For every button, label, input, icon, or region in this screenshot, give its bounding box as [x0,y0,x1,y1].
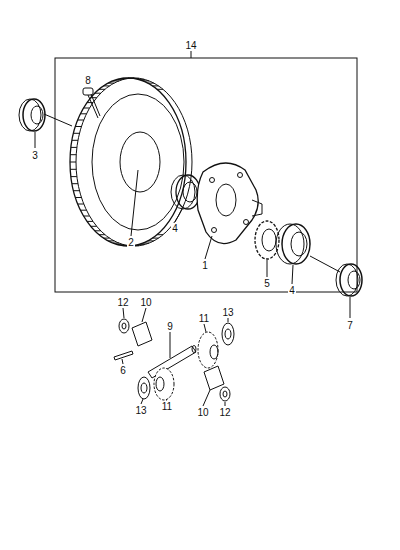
callout-number: 2 [127,237,135,248]
bearing [171,175,200,209]
gear-tooth [91,97,97,98]
gear-tooth [70,154,76,155]
gear-tooth [84,216,90,217]
gear-tooth [99,89,105,90]
callout-number: 12 [116,297,129,308]
oil-seal [336,264,362,296]
gear-tooth [87,102,93,103]
gear-tooth [138,79,144,80]
gear-tooth [118,79,124,80]
callout-number: 8 [84,75,92,86]
callout-number: 10 [196,407,209,418]
ring-gear [70,78,192,246]
callout-number: 14 [184,40,197,51]
gear-tooth [75,126,81,127]
callout-number: 11 [198,313,210,324]
oil-seal [19,99,45,131]
gear-tooth [70,169,76,170]
callout-number: 9 [166,321,174,332]
gear-tooth [95,93,101,94]
gear-tooth [108,240,114,241]
gear-tooth [133,78,139,79]
gear-tooth [148,240,154,241]
pinion-gear [204,366,224,390]
gear-tooth [78,204,84,205]
gear-tooth [95,230,101,231]
gear-teeth [70,78,163,246]
gear-tooth [70,162,76,163]
gear-tooth [71,176,77,177]
callout-number: 13 [134,405,147,416]
gear-tooth [78,120,84,121]
callout-number: 3 [31,150,39,161]
sensor-rotor [255,221,279,259]
lock-pin [114,351,133,360]
gear-tooth [71,147,77,148]
callout-number: 6 [119,365,127,376]
gear-tooth [104,85,110,86]
gear-tooth [143,80,149,81]
gear-tooth [153,85,159,86]
gear-tooth [91,226,97,227]
gear-tooth [99,234,105,235]
gear-tooth [157,89,163,90]
gear-tooth [72,183,78,184]
gear-tooth [113,243,119,244]
callout-number: 4 [288,285,296,296]
pinion-gear [132,322,152,346]
gear-tooth [72,140,78,141]
thrust-washer [119,319,234,401]
gear-tooth [143,243,149,244]
callout-number: 12 [218,407,231,418]
gear-tooth [148,83,154,84]
side-gear [198,332,218,368]
differential-case [197,163,262,244]
gear-tooth [75,197,81,198]
callout-number: 11 [161,401,173,412]
gear-tooth [108,83,114,84]
gear-tooth [138,244,144,245]
gear-tooth [74,190,80,191]
assembly-frame [55,58,357,292]
callout-number: 7 [346,320,354,331]
callout-number: 13 [221,307,234,318]
gear-tooth [113,80,119,81]
bearing [276,224,310,264]
callout-number: 4 [171,223,179,234]
gear-tooth [118,244,124,245]
callout-number: 5 [263,278,271,289]
gear-tooth [87,221,93,222]
pinion-shaft [148,346,196,379]
gear-tooth [81,210,87,211]
gear-tooth [157,234,163,235]
gear-tooth [153,238,159,239]
gear-tooth [81,113,87,114]
callout-number: 1 [201,260,209,271]
gear-tooth [84,108,90,109]
gear-tooth [123,78,129,79]
gear-tooth [104,238,110,239]
side-gear [154,368,174,400]
callout-number: 10 [139,297,152,308]
gear-tooth [74,133,80,134]
